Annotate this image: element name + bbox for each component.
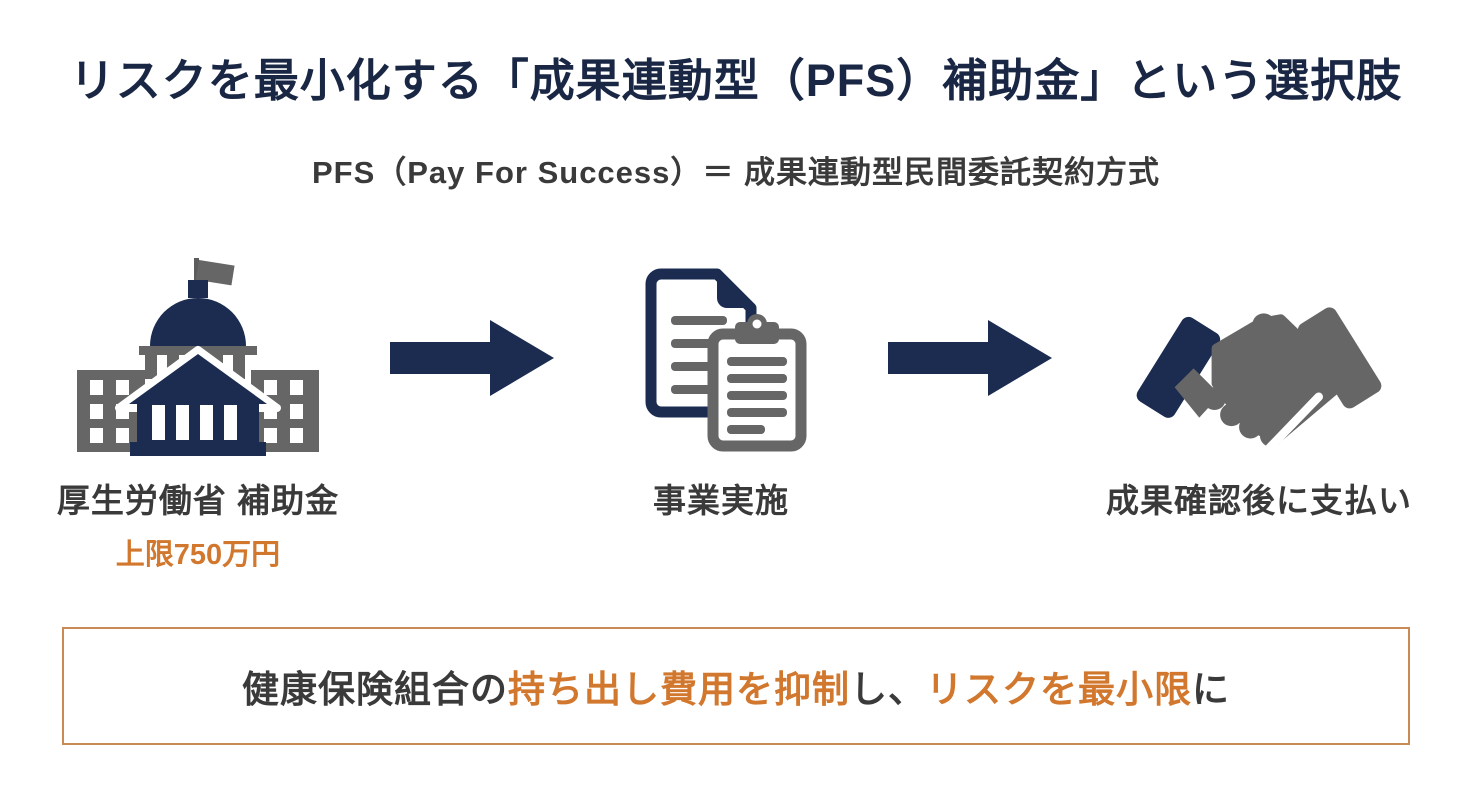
- flow-step-subsidy: 厚生労働省 補助金 上限750万円: [8, 248, 388, 573]
- flow-step-execution: 事業実施: [556, 248, 886, 522]
- key-message-segment: に: [1192, 669, 1230, 710]
- step-label-payment: 成果確認後に支払い: [1106, 482, 1412, 519]
- right-arrow-icon: [388, 320, 556, 396]
- right-arrow-icon: [886, 320, 1054, 396]
- key-message-segment: 健康保険組合の: [242, 669, 508, 710]
- handshake-icon: [1131, 248, 1387, 456]
- flow-step-payment: 成果確認後に支払い: [1054, 248, 1464, 522]
- subsidy-cap-amount: 上限750万円: [115, 539, 281, 571]
- government-building-icon: [72, 248, 324, 456]
- key-message-segment-emphasis: 持ち出し費用を抑制: [508, 669, 850, 710]
- process-flow: 厚生労働省 補助金 上限750万円: [0, 248, 1472, 573]
- pfs-definition-subtitle: PFS（Pay For Success）＝ 成果連動型民間委託契約方式: [311, 155, 1161, 190]
- key-message-segment-emphasis: リスクを最小限: [926, 669, 1192, 710]
- step-label-execution: 事業実施: [653, 482, 789, 519]
- page-title: リスクを最小化する「成果連動型（PFS）補助金」という選択肢: [69, 55, 1403, 106]
- key-message-box: 健康保険組合の持ち出し費用を抑制し、リスクを最小限に: [62, 627, 1410, 745]
- document-clipboard-icon: [621, 248, 821, 456]
- step-label-subsidy: 厚生労働省 補助金: [56, 482, 340, 519]
- pfs-subsidy-slide: リスクを最小化する「成果連動型（PFS）補助金」という選択肢 PFS（Pay F…: [0, 44, 1472, 800]
- key-message-segment: し、: [850, 669, 926, 710]
